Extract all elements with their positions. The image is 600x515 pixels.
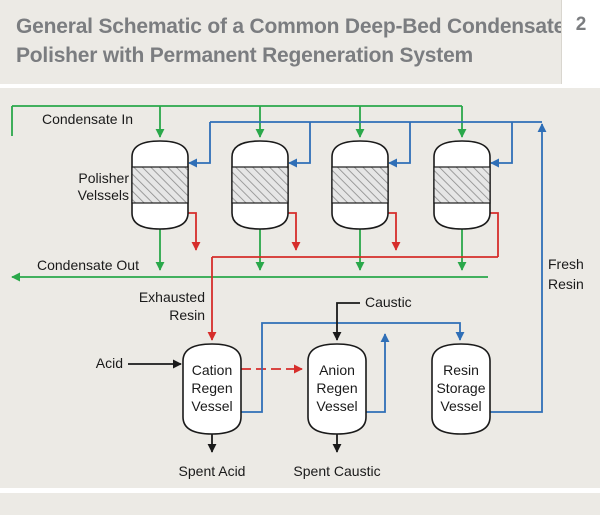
regen-loop-lines [241, 322, 543, 413]
figure-title: General Schematic of a Common Deep-Bed C… [16, 12, 566, 70]
polisher-vessel-2 [231, 140, 289, 230]
chemical-lines [128, 302, 360, 453]
exhausted-resin-label-line1: Exhausted [139, 289, 205, 305]
condensate-out-label: Condensate Out [37, 257, 139, 273]
anion-vessel-label-1: Anion [319, 362, 355, 378]
title-line-1: General Schematic of a Common Deep-Bed C… [16, 15, 566, 38]
acid-label: Acid [96, 355, 123, 371]
diagram-panel [0, 88, 600, 488]
cation-vessel-label-2: Regen [191, 380, 232, 396]
fresh-resin-lines [188, 121, 547, 402]
cation-vessel-label-1: Cation [192, 362, 232, 378]
title-line-2: Polisher with Permanent Regeneration Sys… [16, 44, 474, 67]
anion-vessel-label-3: Vessel [316, 398, 357, 414]
fresh-resin-label-line2: Resin [548, 276, 584, 292]
exhausted-resin-lines [188, 212, 499, 374]
polisher-label-line2: Velssels [78, 187, 129, 203]
cation-vessel-label-3: Vessel [191, 398, 232, 414]
header-bar: General Schematic of a Common Deep-Bed C… [0, 0, 600, 84]
anion-vessel-label-2: Regen [316, 380, 357, 396]
spent-acid-label: Spent Acid [179, 463, 246, 479]
figure-number-box: 2 [561, 0, 600, 84]
figure-number: 2 [575, 14, 587, 35]
resin-storage-vessel [431, 343, 491, 435]
polisher-label-line1: Polisher [78, 170, 129, 186]
storage-vessel-label-1: Resin [443, 362, 479, 378]
storage-vessel-label-2: Storage [436, 380, 485, 396]
polisher-vessel-4 [433, 140, 491, 230]
polisher-vessel-3 [331, 140, 389, 230]
storage-vessel-label-3: Vessel [440, 398, 481, 414]
exhausted-resin-label-line2: Resin [169, 307, 205, 323]
caustic-label: Caustic [365, 294, 412, 310]
cation-regen-vessel [182, 343, 242, 435]
condensate-in-label: Condensate In [42, 111, 133, 127]
anion-regen-vessel [307, 343, 367, 435]
fresh-resin-label-line1: Fresh [548, 256, 584, 272]
spent-caustic-label: Spent Caustic [293, 463, 380, 479]
condensate-out-lines [11, 229, 488, 282]
footer-bar [0, 493, 600, 515]
polisher-vessel-1 [131, 140, 189, 230]
